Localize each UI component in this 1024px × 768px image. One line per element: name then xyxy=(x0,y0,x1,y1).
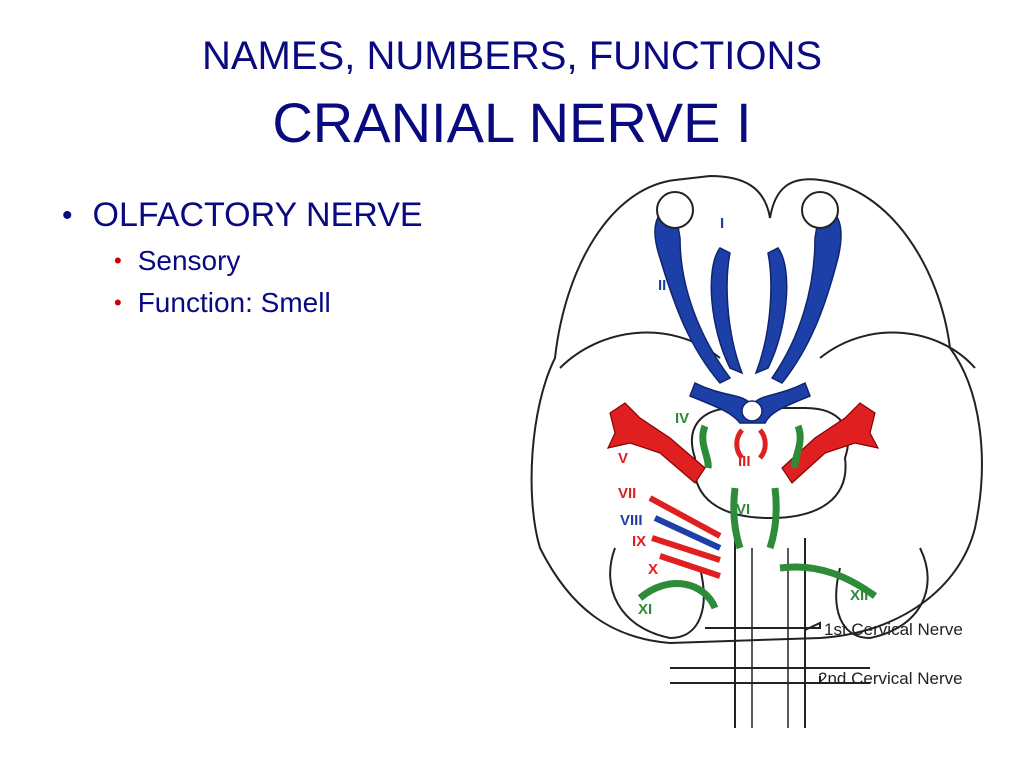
olfactory-bulb-left xyxy=(656,191,694,229)
optic-tract-left xyxy=(710,247,744,375)
label-II: II xyxy=(658,277,666,294)
vestibulocochlear-nerve xyxy=(653,515,722,551)
trigeminal-right xyxy=(781,402,880,484)
bullet-dot-icon: • xyxy=(62,198,73,232)
hypoglossal-nerve xyxy=(779,563,878,599)
cranial-nerves-diagram: I II IV V III VII VI VIII IX X XI XII 1s… xyxy=(530,174,983,728)
label-I: I xyxy=(720,215,724,232)
optic-chiasm xyxy=(689,381,811,424)
sub-bullet-dot-icon: • xyxy=(114,290,122,315)
sub-bullet-text: Sensory xyxy=(137,245,241,276)
slide-title-line2: CRANIAL NERVE I xyxy=(272,91,752,154)
label-IX: IX xyxy=(632,533,646,550)
cerebellum-left xyxy=(609,547,705,640)
olfactory-tract-right xyxy=(770,207,842,384)
cervical-root-1 xyxy=(705,621,821,631)
oculomotor-nerve xyxy=(734,428,768,460)
abducens-nerve xyxy=(730,487,780,550)
vagus-nerve xyxy=(659,553,721,579)
glossopharyngeal-nerve xyxy=(651,535,721,563)
optic-chiasm-center xyxy=(741,400,763,422)
label-IV: IV xyxy=(675,410,689,427)
label-XI: XI xyxy=(638,601,652,618)
sub-bullet-text: Function: Smell xyxy=(137,287,331,318)
label-2nd-cervical: 2nd Cervical Nerve xyxy=(818,669,963,688)
trochlear-nerve-left xyxy=(699,424,712,469)
optic-tract-right xyxy=(754,247,788,375)
sub-bullet: • Function: Smell xyxy=(114,287,423,319)
bullet-main-text: OLFACTORY NERVE xyxy=(92,196,423,234)
label-VII: VII xyxy=(618,485,636,502)
slide-title-line1: NAMES, NUMBERS, FUNCTIONS xyxy=(201,34,823,78)
label-VI: VI xyxy=(736,501,750,518)
accessory-nerve xyxy=(637,580,719,610)
label-1st-cervical: 1st Cervical Nerve xyxy=(824,620,963,639)
bullet-main: • OLFACTORY NERVE xyxy=(62,196,423,235)
olfactory-bulb-right xyxy=(801,191,839,229)
pons-outline xyxy=(690,407,850,520)
cerebellum-right xyxy=(835,547,929,640)
trigeminal-left xyxy=(606,402,706,484)
frontal-lobe-right xyxy=(819,331,976,369)
brain-outline xyxy=(530,174,983,645)
label-VIII: VIII xyxy=(620,512,643,529)
label-X: X xyxy=(648,561,658,578)
sub-bullet: • Sensory xyxy=(114,245,423,277)
olfactory-tract-left xyxy=(654,207,732,384)
label-V: V xyxy=(618,450,628,467)
trochlear-nerve-right xyxy=(791,424,804,469)
facial-nerve xyxy=(648,495,722,539)
sub-bullet-dot-icon: • xyxy=(114,248,122,273)
label-III: III xyxy=(738,453,751,470)
label-XII: XII xyxy=(850,587,868,604)
bullet-list: • OLFACTORY NERVE • Sensory • Function: … xyxy=(62,196,423,319)
